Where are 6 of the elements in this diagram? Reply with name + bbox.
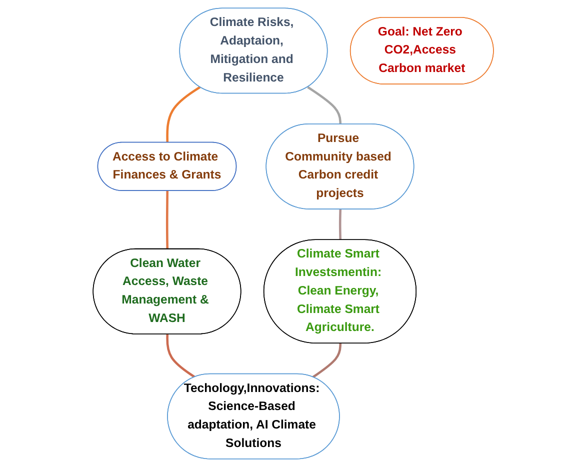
connector	[166, 334, 196, 378]
connector	[166, 190, 169, 250]
connector	[307, 86, 342, 124]
connector	[312, 343, 342, 378]
connector	[166, 86, 201, 143]
connector	[339, 209, 342, 240]
